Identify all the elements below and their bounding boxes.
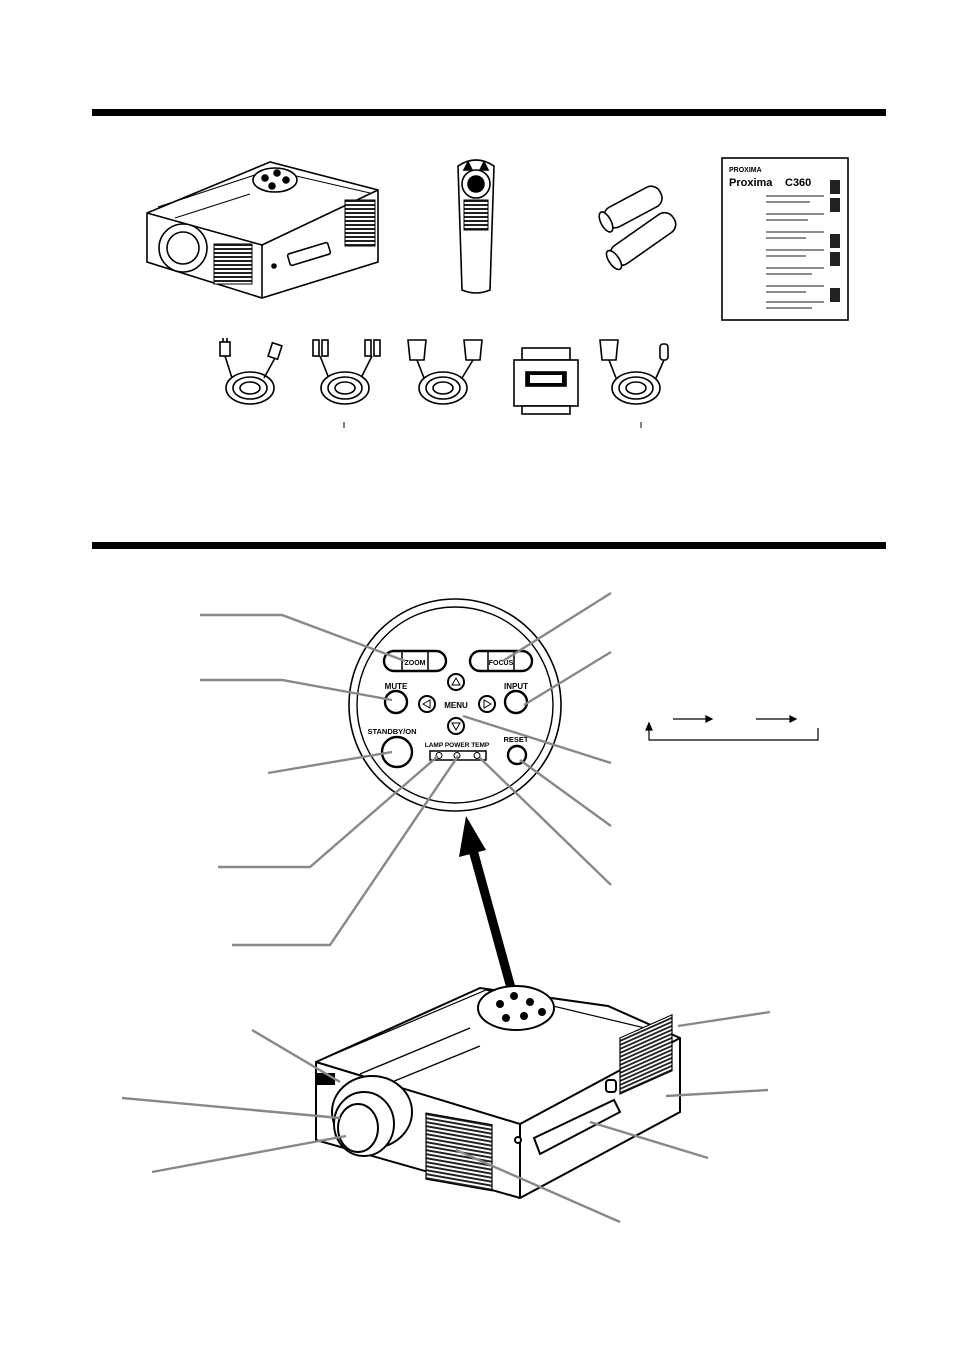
zoom-button[interactable] bbox=[382, 649, 448, 673]
menu-label: MENU bbox=[444, 701, 468, 710]
mouse-cable-illustration bbox=[599, 339, 669, 405]
reset-button[interactable] bbox=[506, 744, 528, 766]
projector-small-illustration bbox=[146, 161, 379, 299]
left-arrow-button[interactable] bbox=[418, 695, 436, 713]
control-panel-closeup: ZOOM FOCUS MUTE INPUT MENU ST bbox=[348, 598, 562, 812]
mute-label: MUTE bbox=[385, 682, 408, 691]
input-cycle-diagram bbox=[645, 715, 819, 741]
up-arrow-button[interactable] bbox=[447, 673, 465, 691]
manual-title-text: Proxima bbox=[729, 177, 773, 189]
reset-label: RESET bbox=[503, 735, 528, 744]
section-rule-top bbox=[92, 109, 886, 116]
mac-adapter-illustration bbox=[513, 347, 579, 415]
user-manual-illustration: PROXIMA Proxima C360 bbox=[721, 157, 849, 321]
projector-leader-lines bbox=[121, 1010, 771, 1224]
focus-button[interactable] bbox=[468, 649, 534, 673]
section-rule-middle bbox=[92, 542, 886, 549]
input-label: INPUT bbox=[504, 682, 528, 691]
focus-label: FOCUS bbox=[489, 660, 514, 667]
closeup-pointer-arrow bbox=[459, 816, 516, 990]
manual-brand-text: PROXIMA bbox=[729, 167, 762, 174]
right-arrow-button[interactable] bbox=[478, 695, 496, 713]
av-cable-illustration bbox=[312, 339, 381, 405]
temp-indicator bbox=[473, 752, 481, 759]
rgb-cable-illustration bbox=[407, 339, 483, 405]
batteries-illustration bbox=[598, 185, 677, 271]
standby-on-label: STANDBY/ON bbox=[367, 727, 416, 736]
zoom-label: ZOOM bbox=[405, 660, 426, 667]
down-arrow-button[interactable] bbox=[447, 717, 465, 735]
panel-leader-lines bbox=[200, 591, 612, 947]
projector-large-illustration bbox=[315, 985, 681, 1200]
indicator-labels: LAMP POWER TEMP bbox=[425, 742, 490, 749]
mute-button[interactable] bbox=[383, 689, 409, 715]
input-button[interactable] bbox=[503, 689, 529, 715]
power-cord-illustration bbox=[219, 338, 283, 405]
manual-model-text: C360 bbox=[785, 177, 811, 189]
standby-on-button[interactable] bbox=[380, 735, 414, 769]
remote-control-illustration bbox=[457, 159, 495, 294]
